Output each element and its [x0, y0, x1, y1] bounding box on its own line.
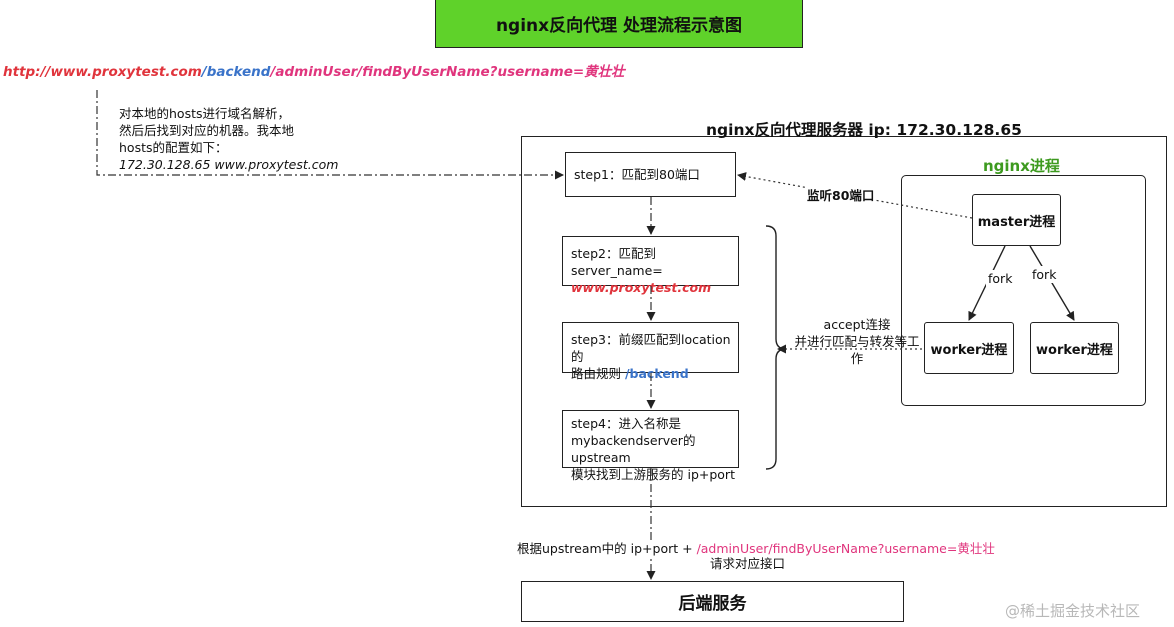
hosts-resolve-arrow — [96, 90, 564, 180]
hosts-note-line3: hosts的配置如下： — [119, 140, 228, 155]
step3-line2-text: 路由规则 — [571, 366, 625, 381]
hosts-note: 对本地的hosts进行域名解析， 然后后找到对应的机器。我本地 hosts的配置… — [119, 105, 338, 173]
fork-label-left: fork — [986, 270, 1015, 287]
upstream-label: 根据upstream中的 ip+port + /adminUser/findBy… — [517, 540, 995, 557]
step4-line2: mybackendserver的upstream — [571, 433, 696, 465]
hosts-note-line2: 然后后找到对应的机器。我本地 — [119, 123, 295, 138]
url-scheme-host: http://www.proxytest.com — [3, 64, 202, 80]
step1-box: step1：匹配到80端口 — [565, 152, 736, 197]
step4-box: step4：进入名称是 mybackendserver的upstream 模块找… — [562, 410, 739, 482]
accept-label-line1: accept连接 — [823, 317, 891, 332]
step3-box: step3：前缀匹配到location的 路由规则 /backend — [562, 322, 739, 381]
nginx-process-title: nginx进程 — [983, 157, 1060, 175]
step1-label: step1：匹配到80端口 — [574, 167, 700, 182]
step2-line1: step2：匹配到server_name= — [571, 246, 663, 278]
step4-line3: 模块找到上游服务的 ip+port — [571, 467, 735, 482]
worker-process-box-1: worker进程 — [924, 322, 1014, 374]
steps-brace — [765, 225, 787, 470]
watermark: @稀土掘金技术社区 — [1005, 602, 1141, 620]
listen-80-label: 监听80端口 — [805, 187, 877, 204]
step4-line1: step4：进入名称是 — [571, 416, 681, 431]
step3-line1: step3：前缀匹配到location的 — [571, 332, 731, 364]
step2-box: step2：匹配到server_name= www.proxytest.com — [562, 236, 739, 295]
url-backend: /backend — [201, 64, 271, 80]
worker-process-box-2: worker进程 — [1030, 322, 1119, 374]
master-process-label: master进程 — [977, 214, 1056, 230]
master-process-box: master进程 — [972, 194, 1061, 246]
step3-backend: /backend — [624, 366, 689, 381]
url-rest: /adminUser/findByUserName?username=黄壮壮 — [270, 64, 625, 80]
request-url: http://www.proxytest.com/backend/adminUs… — [3, 60, 625, 80]
diagram-title-box: nginx反向代理 处理流程示意图 — [435, 0, 803, 48]
hosts-note-line1: 对本地的hosts进行域名解析， — [119, 106, 290, 121]
upstream-path: /adminUser/findByUserName?username=黄壮壮 — [696, 541, 995, 556]
worker-process-label-2: worker进程 — [1036, 342, 1113, 358]
step3-line2: 路由规则 /backend — [571, 365, 738, 382]
diagram-title: nginx反向代理 处理流程示意图 — [495, 15, 743, 36]
backend-service-label: 后端服务 — [678, 594, 747, 614]
hosts-note-line4: 172.30.128.65 www.proxytest.com — [119, 157, 339, 172]
fork-label-right: fork — [1030, 266, 1059, 283]
upstream-prefix: 根据upstream中的 ip+port + — [517, 541, 697, 556]
worker-process-label-1: worker进程 — [930, 342, 1008, 358]
accept-label: accept连接 并进行匹配与转发等工作 — [790, 316, 924, 367]
fork-arrow-right — [1029, 245, 1075, 321]
request-api-label: 请求对应接口 — [710, 556, 786, 571]
step2-line2: www.proxytest.com — [571, 280, 712, 295]
accept-label-line2: 并进行匹配与转发等工作 — [794, 334, 920, 366]
backend-service-box: 后端服务 — [521, 581, 904, 622]
nginx-server-title: nginx反向代理服务器 ip: 172.30.128.65 — [706, 121, 1022, 139]
